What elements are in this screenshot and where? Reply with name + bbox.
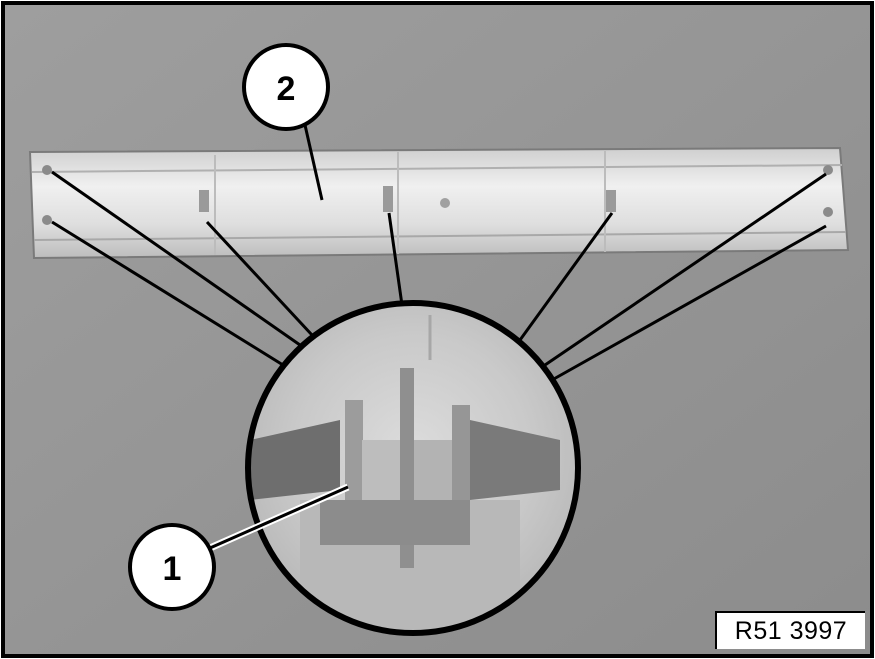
callout-2: 2 [242,43,330,201]
callout-2-circle [242,43,330,131]
callout-2-label: 2 [277,70,296,108]
callout-1-label: 1 [163,550,182,588]
strip-clip-right [606,190,616,212]
callout-1: 1 [128,483,350,611]
mount-hole-bottom-right [823,207,833,217]
trim-strip [28,146,850,260]
reference-code: R51 3997 [715,611,865,649]
strip-clip-left [199,190,209,212]
strip-clip-center [383,186,393,212]
leader-lines [51,170,827,382]
strip-center-mark [440,198,450,208]
mount-hole-bottom-left [42,215,52,225]
mount-hole-top-right [823,165,833,175]
callout-1-circle [128,523,216,611]
zoom-detail [245,300,581,636]
mount-hole-top-left [42,165,52,175]
